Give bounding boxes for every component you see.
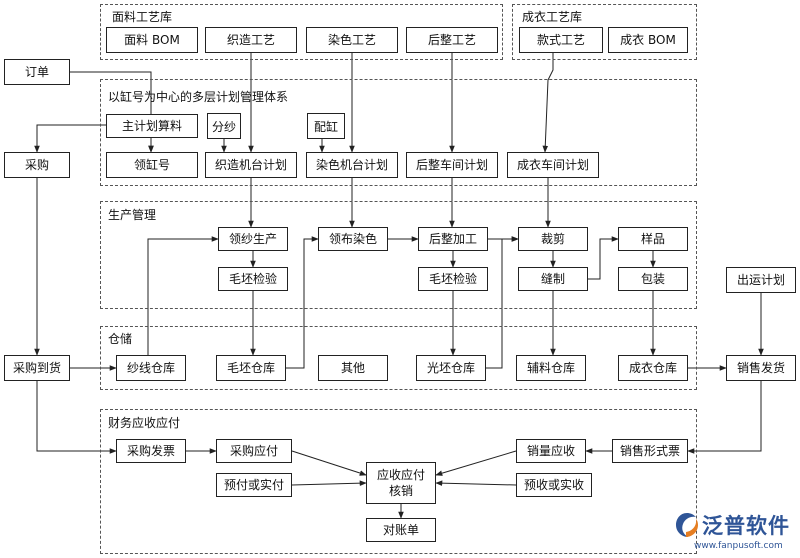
- finished-cloth-warehouse-box: 光坯仓库: [416, 355, 486, 381]
- finance-title: 财务应收应付: [108, 416, 181, 430]
- finance-section: [100, 409, 697, 554]
- vat-assign-label: 配缸: [307, 113, 345, 139]
- fabric-bom-box: 面料 BOM: [106, 27, 198, 53]
- style-craft-box: 款式工艺: [519, 27, 603, 53]
- garment-bom-box: 成衣 BOM: [608, 27, 688, 53]
- cloth-dyeing-box: 领布染色: [318, 227, 388, 251]
- purchase-payable-box: 采购应付: [216, 439, 292, 463]
- brand-logo-icon: [676, 513, 698, 537]
- garment-craft-library-section: [512, 4, 697, 60]
- fabric-craft-library-title: 面料工艺库: [112, 10, 173, 24]
- reconciliation-box: 对账单: [366, 518, 436, 542]
- production-management-title: 生产管理: [108, 208, 157, 222]
- brand-logo-url: www.fanpusoft.com: [694, 541, 783, 551]
- lot-number-box: 领缸号: [106, 152, 198, 178]
- purchase-invoice-box: 采购发票: [116, 439, 186, 463]
- yarn-split-label: 分纱: [207, 113, 241, 139]
- warehouse-section: [100, 326, 697, 390]
- sales-receivable-box: 销量应收: [516, 439, 586, 463]
- planning-system-title: 以缸号为中心的多层计划管理体系: [108, 90, 289, 104]
- sample-box: 样品: [618, 227, 688, 251]
- cutting-box: 裁剪: [518, 227, 588, 251]
- master-plan-box: 主计划算料: [106, 114, 198, 138]
- finishing-process-box: 后整加工: [418, 227, 488, 251]
- purchase-arrival-box: 采购到货: [4, 355, 70, 381]
- yarn-production-box: 领纱生产: [218, 227, 288, 251]
- sewing-box: 缝制: [518, 267, 588, 291]
- prereceived-or-actual-box: 预收或实收: [516, 473, 592, 497]
- yarn-warehouse-box: 纱线仓库: [116, 355, 186, 381]
- greige-inspection-box: 毛坯检验: [418, 267, 488, 291]
- finishing-craft-box: 后整工艺: [406, 27, 498, 53]
- warehouse-title: 仓储: [108, 332, 133, 346]
- garment-plan-box: 成衣车间计划: [507, 152, 599, 178]
- dyeing-craft-box: 染色工艺: [306, 27, 398, 53]
- sales-delivery-box: 销售发货: [726, 355, 796, 381]
- fabric-craft-library-section: [100, 4, 503, 60]
- receivable-payable-verification-box: 应收应付 核销: [366, 462, 436, 504]
- brand-logo: 泛普软件 www.fanpusoft.com: [672, 508, 796, 554]
- shipping-plan-box: 出运计划: [726, 267, 796, 293]
- sales-invoice-box: 销售形式票: [612, 439, 688, 463]
- master-plan-to-purchase-edge: [34, 124, 106, 153]
- garment-craft-library-title: 成衣工艺库: [522, 10, 583, 24]
- other-warehouse-box: 其他: [318, 355, 388, 381]
- production-management-section: [100, 201, 697, 309]
- accessory-warehouse-box: 辅料仓库: [516, 355, 586, 381]
- order-box: 订单: [4, 59, 70, 85]
- packing-box: 包装: [618, 267, 688, 291]
- purchase-box: 采购: [4, 152, 70, 178]
- greige-inspection-box: 毛坯检验: [218, 267, 288, 291]
- brand-logo-name: 泛普软件: [702, 514, 790, 538]
- prepaid-or-actual-box: 预付或实付: [216, 473, 292, 497]
- finishing-plan-box: 后整车间计划: [406, 152, 498, 178]
- garment-warehouse-box: 成衣仓库: [618, 355, 688, 381]
- delivery-to-sales-invoice-edge: [687, 381, 762, 454]
- planning-system-section: [100, 79, 697, 186]
- dyeing-plan-box: 染色机台计划: [306, 152, 398, 178]
- greige-warehouse-box: 毛坯仓库: [216, 355, 286, 381]
- weaving-craft-box: 织造工艺: [205, 27, 297, 53]
- weaving-plan-box: 织造机台计划: [205, 152, 297, 178]
